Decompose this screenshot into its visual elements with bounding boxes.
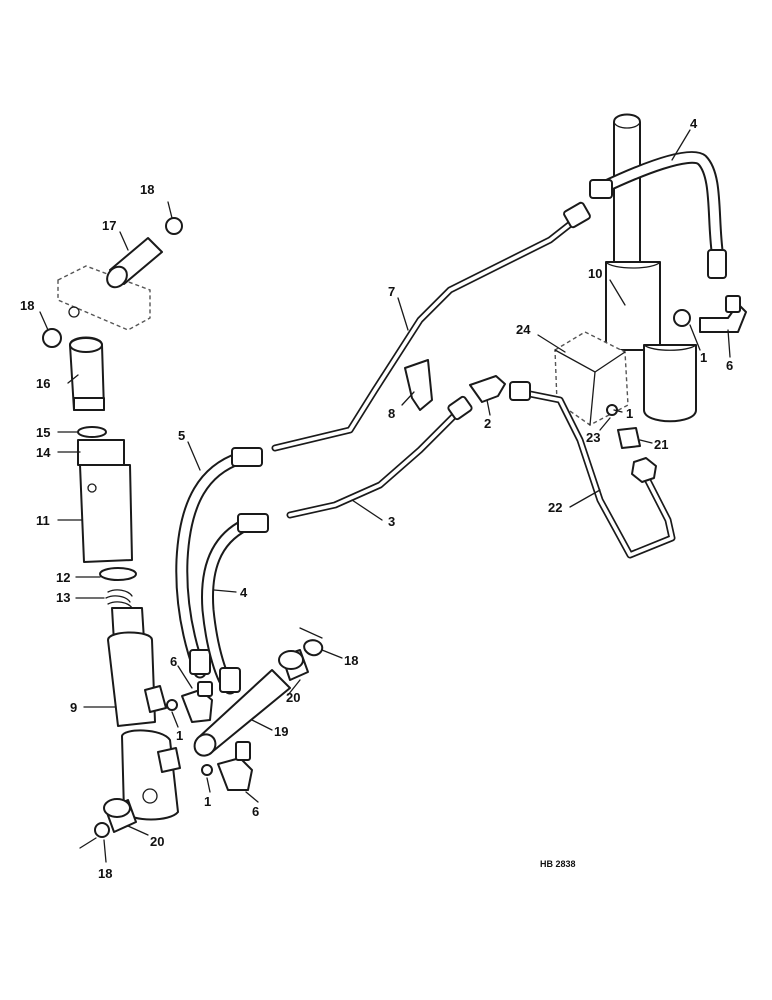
callout-11: 11	[36, 513, 50, 528]
snap-ring-18-a	[165, 217, 183, 235]
adapter-21	[606, 404, 641, 449]
callout-2: 2	[484, 416, 491, 431]
callout-18-right: 18	[344, 653, 358, 668]
callout-1-middle: 1	[176, 728, 183, 743]
figure-reference-code: HB 2838	[540, 859, 576, 869]
callout-3: 3	[388, 514, 395, 529]
callout-20-lower: 20	[150, 834, 164, 849]
callout-1-valve: 1	[626, 406, 633, 421]
callout-13: 13	[56, 590, 70, 605]
elbow-fitting-6-middle	[166, 681, 213, 723]
pin-19	[193, 669, 291, 757]
hose-4-upper	[589, 150, 727, 279]
callout-6-lower: 6	[252, 804, 259, 819]
callout-16: 16	[36, 376, 50, 391]
bushing-20-upper	[278, 649, 309, 681]
bushing-20-lower	[103, 798, 137, 833]
callout-7: 7	[388, 284, 395, 299]
callout-4-lower: 4	[240, 585, 248, 600]
callout-19: 19	[274, 724, 288, 739]
valve-block-24	[554, 331, 629, 426]
elbow-fitting-6-lower	[201, 741, 253, 791]
callout-18-left: 18	[20, 298, 34, 313]
leader-lines	[39, 129, 731, 863]
right-cylinder	[605, 113, 697, 423]
callout-8: 8	[388, 406, 395, 421]
tube-7	[271, 201, 591, 452]
callout-22: 22	[548, 500, 562, 515]
callout-labels: 4 18 17 18 10 7 24 1 6 16 8 2 1 15 23 21…	[20, 116, 733, 881]
tube-clip-8	[404, 359, 433, 411]
callout-9: 9	[70, 700, 77, 715]
callout-18-top: 18	[140, 182, 154, 197]
callout-1-upper: 1	[700, 350, 707, 365]
left-cylinder-assembly	[57, 265, 181, 821]
callout-20-upper: 20	[286, 690, 300, 705]
snap-ring-18-b	[42, 328, 62, 348]
tube-3	[286, 375, 506, 519]
callout-6-middle: 6	[170, 654, 177, 669]
hose-4-lower	[201, 513, 269, 695]
callout-4-upper: 4	[690, 116, 698, 131]
callout-10: 10	[588, 266, 602, 281]
callout-5: 5	[178, 428, 185, 443]
tube-22	[509, 381, 676, 559]
callout-23: 23	[586, 430, 600, 445]
callout-6-upper: 6	[726, 358, 733, 373]
callout-1-lower: 1	[204, 794, 211, 809]
callout-24: 24	[516, 322, 531, 337]
callout-15: 15	[36, 425, 50, 440]
callout-18-bottom: 18	[98, 866, 112, 881]
callout-17: 17	[102, 218, 116, 233]
hose-5	[175, 447, 263, 679]
elbow-fitting-6-upper	[673, 295, 747, 333]
callout-12: 12	[56, 570, 70, 585]
elbow-fitting-2	[469, 375, 506, 403]
pin-17	[106, 237, 163, 289]
snap-ring-18-c	[303, 639, 324, 657]
callout-14: 14	[36, 445, 51, 460]
callout-21: 21	[654, 437, 668, 452]
snap-ring-18-d	[94, 822, 110, 838]
